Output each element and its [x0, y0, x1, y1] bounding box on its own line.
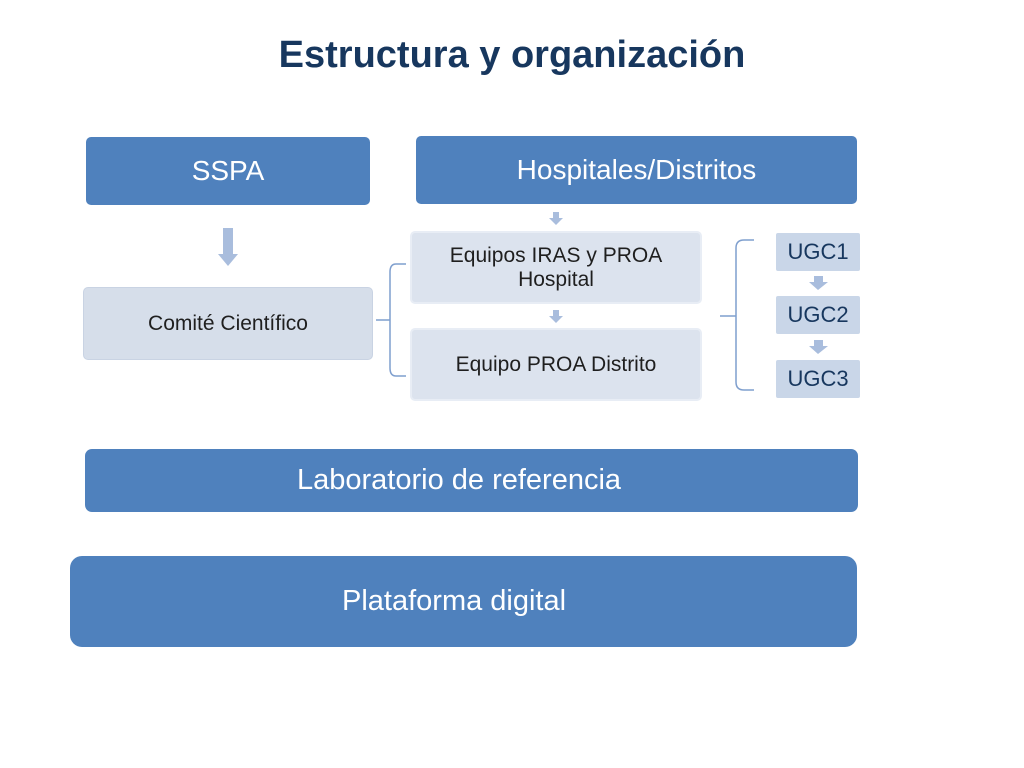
proa-distrito-label: Equipo PROA Distrito: [455, 352, 657, 376]
ugc2-label: UGC2: [787, 302, 849, 327]
iras-to-proa-arrow: [549, 310, 563, 323]
plataforma-box: Plataforma digital: [70, 556, 857, 647]
proa-distrito-box: Equipo PROA Distrito: [410, 328, 702, 401]
laboratorio-box: Laboratorio de referencia: [85, 449, 858, 512]
laboratorio-label: Laboratorio de referencia: [297, 464, 622, 496]
iras-box: Equipos IRAS y PROA Hospital: [410, 231, 702, 304]
page-title: Estructura y organización: [278, 34, 746, 76]
comite-label: Comité Científico: [148, 311, 308, 335]
ugc3-label: UGC3: [787, 366, 849, 391]
ugc2-box: UGC2: [776, 296, 860, 334]
hospitales-to-iras-arrow: [549, 212, 563, 225]
plataforma-label: Plataforma digital: [342, 585, 567, 617]
iras-label: Equipos IRAS y PROA Hospital: [449, 243, 663, 291]
ugc2-to-ugc3-arrow: [809, 340, 828, 354]
hospitales-label: Hospitales/Distritos: [516, 154, 757, 185]
ugc1-to-ugc2-arrow: [809, 276, 828, 290]
sspa-label: SSPA: [191, 155, 265, 186]
comite-box: Comité Científico: [83, 287, 373, 360]
ugc-bracket: [720, 239, 754, 391]
sspa-to-comite-arrow: [218, 228, 238, 266]
ugc1-box: UGC1: [776, 233, 860, 271]
comite-bracket: [376, 263, 406, 377]
sspa-box: SSPA: [86, 137, 370, 205]
ugc1-label: UGC1: [787, 239, 849, 264]
hospitales-box: Hospitales/Distritos: [416, 136, 857, 204]
ugc3-box: UGC3: [776, 360, 860, 398]
